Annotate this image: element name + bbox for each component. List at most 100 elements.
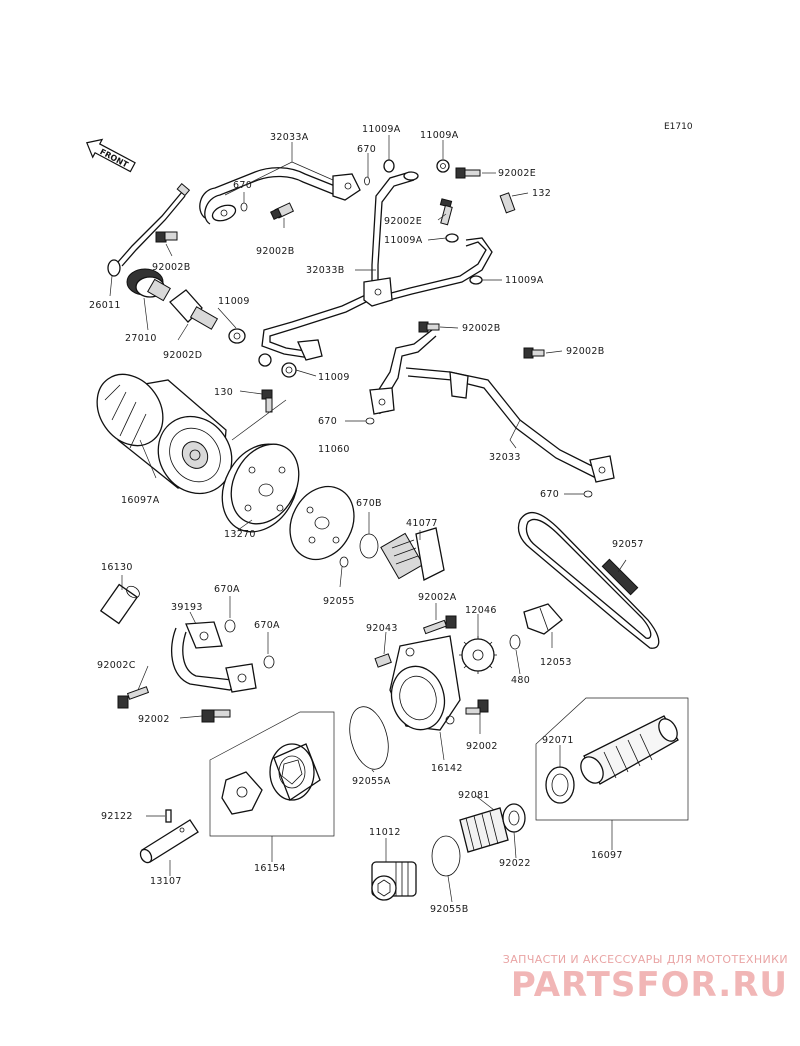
bolt-92002B-a	[418, 321, 440, 333]
o-ring-92055A	[349, 706, 389, 770]
relief-valve-41077	[380, 527, 445, 581]
bolt-132	[499, 192, 516, 214]
label-92002E-2: 92002E	[384, 216, 422, 227]
plug-11012	[371, 861, 417, 901]
label-92055B: 92055B	[430, 904, 469, 915]
oil-pipe-32033A	[199, 167, 361, 225]
pump-shaft-13107	[139, 819, 199, 864]
label-92043: 92043	[366, 623, 398, 634]
oil-pipe-39193	[170, 621, 257, 693]
inner-rotor-16154	[221, 771, 263, 815]
washer-11009A-d	[469, 275, 483, 285]
oil-pipe-32033B	[261, 171, 493, 361]
watermark-logo: PARTSFOR.RU	[510, 965, 788, 1005]
label-92071: 92071	[542, 735, 574, 746]
label-670A-2: 670A	[254, 620, 280, 631]
label-670-1: 670	[357, 144, 376, 155]
sprocket-12046	[459, 636, 497, 674]
part-labels: 32033A 11009A 11009A 670 670 92002E 132 …	[89, 124, 644, 915]
label-92002A: 92002A	[418, 592, 457, 603]
pin-92122	[165, 809, 172, 823]
label-16142: 16142	[431, 763, 463, 774]
o-ring-670A-b	[263, 655, 275, 669]
label-13107: 13107	[150, 876, 182, 887]
nipple-16130	[99, 583, 140, 625]
label-12053: 12053	[540, 657, 572, 668]
label-92002B-3: 92002B	[462, 323, 501, 334]
washer-92022	[502, 803, 526, 833]
label-41077: 41077	[406, 518, 438, 529]
diagram-code: E1710	[664, 122, 693, 132]
label-92002C: 92002C	[97, 660, 136, 671]
label-92081: 92081	[458, 790, 490, 801]
adapter-92002D	[169, 289, 219, 330]
label-92002B-2: 92002B	[152, 262, 191, 273]
label-92002: 92002	[138, 714, 170, 725]
label-11009-1: 11009	[218, 296, 250, 307]
washer-11009A-b	[436, 159, 450, 173]
banjo-bolt-92002E-lower	[439, 198, 453, 226]
label-11009A-2: 11009A	[420, 130, 459, 141]
label-132: 132	[532, 188, 551, 199]
chain-guide-12053	[523, 603, 563, 635]
label-92055: 92055	[323, 596, 355, 607]
label-92002-2: 92002	[466, 741, 498, 752]
front-label: FRONT	[98, 147, 130, 170]
bolt-92002B-b	[523, 347, 545, 359]
bolt-92002B	[270, 202, 295, 220]
oil-pressure-switch-27010	[126, 268, 171, 302]
banjo-bolt-92002E	[455, 167, 481, 179]
watermark-caption: ЗАПЧАСТИ И АКСЕССУАРЫ ДЛЯ МОТОТЕХНИКИ	[502, 953, 788, 966]
label-32033B: 32033B	[306, 265, 345, 276]
bolt-130	[261, 389, 273, 413]
label-11060: 11060	[318, 444, 350, 455]
label-32033A: 32033A	[270, 132, 309, 143]
drive-chain-92057	[517, 511, 660, 649]
label-92057: 92057	[612, 539, 644, 550]
dowel-pin-92043	[374, 653, 392, 668]
outer-rotor-16154	[269, 743, 321, 801]
label-39193: 39193	[171, 602, 203, 613]
label-670A-1: 670A	[214, 584, 240, 595]
bolt-92002A	[422, 615, 457, 635]
oil-pressure-switch-lead	[107, 183, 191, 277]
label-92022: 92022	[499, 858, 531, 869]
label-92002D: 92002D	[163, 350, 202, 361]
label-130: 130	[214, 387, 233, 398]
label-26011: 26011	[89, 300, 121, 311]
label-12046: 12046	[465, 605, 497, 616]
label-16097: 16097	[591, 850, 623, 861]
oil-filter-16097A	[96, 373, 233, 495]
oil-pump-body-16142	[389, 635, 461, 731]
circlip-480	[509, 634, 521, 650]
leader-lines	[109, 135, 627, 903]
o-ring-670-b	[240, 202, 248, 212]
label-92122: 92122	[101, 811, 133, 822]
o-ring-92055B	[431, 835, 461, 877]
label-92002B-1: 92002B	[256, 246, 295, 257]
front-direction-arrow: FRONT	[85, 138, 136, 173]
bolt-92002-pipe	[201, 709, 231, 723]
bolt-92002-body	[465, 699, 489, 715]
o-ring-670B	[359, 533, 379, 559]
label-11009-2: 11009	[318, 372, 350, 383]
label-92055A: 92055A	[352, 776, 391, 787]
washer-11009A-c	[445, 233, 459, 243]
gasket-11060	[289, 485, 355, 561]
washer-11009A-a	[383, 159, 395, 173]
label-670-2: 670	[233, 180, 252, 191]
label-16154: 16154	[254, 863, 286, 874]
oil-pipe-32033	[369, 329, 615, 483]
label-92002B-4: 92002B	[566, 346, 605, 357]
bolt-92002B-switch	[155, 231, 178, 243]
label-11009A-4: 11009A	[505, 275, 544, 286]
spring-92081	[459, 807, 509, 853]
o-ring-670-d	[583, 490, 593, 498]
strainer-16097	[580, 715, 679, 785]
strainer-bracket	[535, 697, 689, 821]
o-ring-670-c	[365, 417, 375, 425]
label-670B: 670B	[356, 498, 382, 509]
label-32033: 32033	[489, 452, 521, 463]
label-480: 480	[511, 675, 530, 686]
